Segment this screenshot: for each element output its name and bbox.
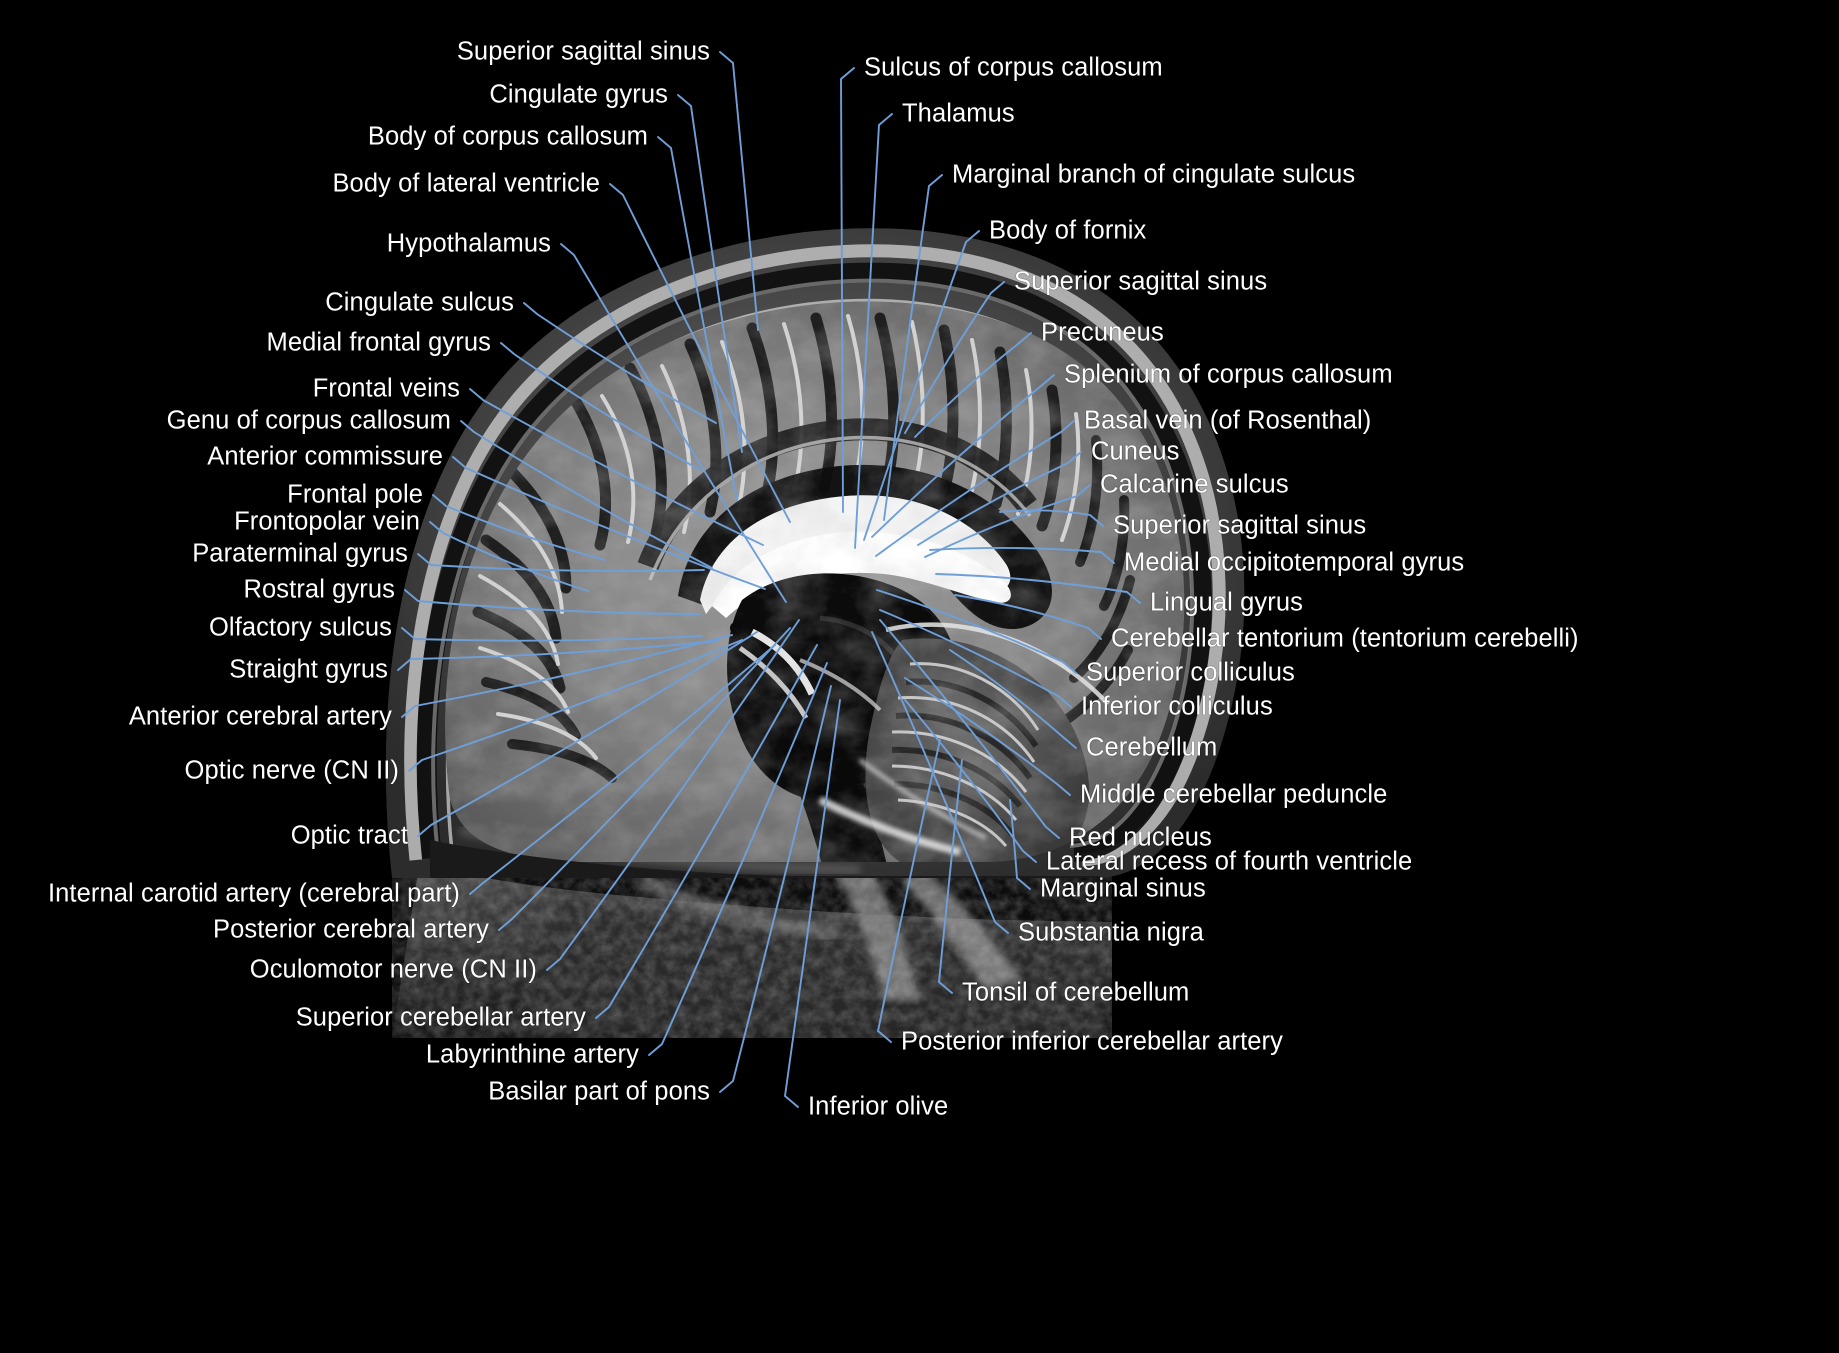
annotation-label-paraterminal-gyrus: Paraterminal gyrus (192, 539, 408, 568)
annotation-label-frontal-pole: Frontal pole (287, 480, 423, 509)
annotation-label-internal-carotid-artery: Internal carotid artery (cerebral part) (47, 879, 460, 908)
annotation-label-lingual-gyrus: Lingual gyrus (1150, 588, 1303, 617)
annotation-label-lateral-recess-4th-ventricle: Lateral recess of fourth ventricle (1046, 847, 1413, 876)
annotation-label-body-of-corpus-callosum: Body of corpus callosum (367, 122, 648, 151)
annotation-label-tonsil-of-cerebellum: Tonsil of cerebellum (962, 978, 1190, 1007)
annotation-label-marginal-sinus: Marginal sinus (1040, 874, 1206, 903)
annotation-label-basilar-part-of-pons: Basilar part of pons (488, 1077, 710, 1106)
annotation-label-inferior-colliculus: Inferior colliculus (1081, 692, 1273, 721)
annotation-label-thalamus: Thalamus (902, 99, 1015, 128)
annotation-label-splenium-of-corpus-callosum: Splenium of corpus callosum (1064, 360, 1393, 389)
annotation-label-labyrinthine-artery: Labyrinthine artery (425, 1040, 639, 1069)
annotation-label-cerebellum: Cerebellum (1086, 733, 1218, 762)
annotation-label-posterior-inferior-cerebellar-artery: Posterior inferior cerebellar artery (901, 1027, 1283, 1056)
annotation-label-inferior-olive: Inferior olive (808, 1092, 949, 1121)
annotation-label-cuneus: Cuneus (1091, 437, 1180, 466)
annotation-label-superior-colliculus: Superior colliculus (1086, 658, 1295, 687)
annotation-label-olfactory-sulcus: Olfactory sulcus (209, 613, 392, 642)
annotation-label-superior-sagittal-sinus-3: Superior sagittal sinus (1113, 511, 1367, 540)
annotation-label-cerebellar-tentorium: Cerebellar tentorium (tentorium cerebell… (1111, 624, 1579, 653)
annotation-label-middle-cerebellar-peduncle: Middle cerebellar peduncle (1080, 780, 1388, 809)
annotation-label-marginal-branch-cingulate: Marginal branch of cingulate sulcus (952, 160, 1356, 189)
annotation-label-body-of-fornix: Body of fornix (989, 216, 1147, 245)
annotation-label-straight-gyrus: Straight gyrus (229, 655, 388, 684)
annotation-label-anterior-commissure: Anterior commissure (207, 442, 443, 471)
annotation-label-body-of-lateral-ventricle: Body of lateral ventricle (332, 169, 600, 198)
annotation-label-optic-nerve-cn2: Optic nerve (CN II) (184, 756, 399, 785)
annotation-label-red-nucleus: Red nucleus (1069, 823, 1212, 852)
annotation-label-hypothalamus: Hypothalamus (386, 229, 551, 258)
annotation-label-posterior-cerebral-artery: Posterior cerebral artery (212, 915, 489, 944)
annotation-label-calcarine-sulcus: Calcarine sulcus (1100, 470, 1289, 499)
annotation-label-cingulate-gyrus: Cingulate gyrus (489, 80, 668, 109)
annotation-label-frontal-veins: Frontal veins (312, 374, 460, 403)
annotation-label-precuneus: Precuneus (1041, 318, 1164, 347)
annotation-label-substantia-nigra: Substantia nigra (1018, 918, 1204, 947)
annotation-label-frontopolar-vein: Frontopolar vein (234, 507, 420, 536)
annotation-label-genu-of-corpus-callosum: Genu of corpus callosum (166, 406, 451, 435)
annotation-label-medial-frontal-gyrus: Medial frontal gyrus (266, 328, 491, 357)
annotation-label-superior-sagittal-sinus-2: Superior sagittal sinus (1014, 267, 1268, 296)
annotation-label-medial-occipitotemporal-gyrus: Medial occipitotemporal gyrus (1124, 548, 1465, 577)
annotation-label-superior-sagittal-sinus-1: Superior sagittal sinus (456, 37, 710, 66)
annotation-label-anterior-cerebral-artery: Anterior cerebral artery (128, 702, 392, 731)
annotation-label-cingulate-sulcus: Cingulate sulcus (325, 288, 514, 317)
annotation-label-superior-cerebellar-artery: Superior cerebellar artery (295, 1003, 586, 1032)
annotation-label-optic-tract: Optic tract (290, 821, 408, 850)
annotation-label-oculomotor-nerve-cn2: Oculomotor nerve (CN II) (249, 955, 537, 984)
annotation-label-rostral-gyrus: Rostral gyrus (243, 575, 395, 604)
annotation-label-basal-vein-of-rosenthal: Basal vein (of Rosenthal) (1084, 406, 1372, 435)
annotation-label-sulcus-of-corpus-callosum: Sulcus of corpus callosum (864, 53, 1163, 82)
